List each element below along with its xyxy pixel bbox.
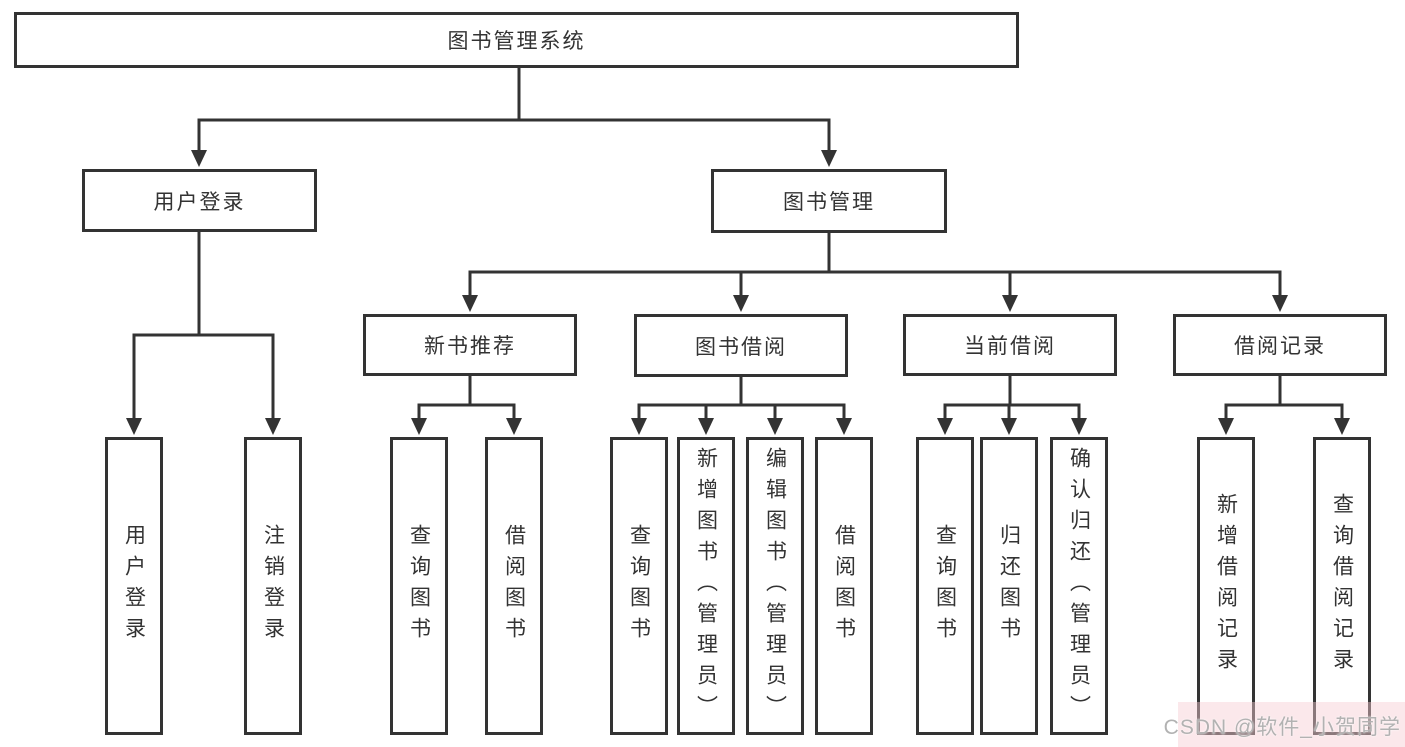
leaf-query-borrow-record: 查询借阅记录 bbox=[1313, 437, 1371, 735]
leaf-query-books-2: 查询图书 bbox=[610, 437, 668, 735]
arrowhead-icon bbox=[631, 418, 647, 435]
leaf-logout: 注销登录 bbox=[244, 437, 302, 735]
node-book-management: 图书管理 bbox=[711, 169, 947, 233]
leaf-add-borrow-record: 新增借阅记录 bbox=[1197, 437, 1255, 735]
leaf-add-books-admin: 新增图书（管理员） bbox=[677, 437, 735, 735]
arrowhead-icon bbox=[937, 418, 953, 435]
arrowhead-icon bbox=[506, 418, 522, 435]
leaf-return-books: 归还图书 bbox=[980, 437, 1038, 735]
leaf-query-books-1: 查询图书 bbox=[390, 437, 448, 735]
leaf-confirm-return-admin: 确认归还（管理员） bbox=[1050, 437, 1108, 735]
node-library-management-system: 图书管理系统 bbox=[14, 12, 1019, 68]
node-borrowing-records: 借阅记录 bbox=[1173, 314, 1387, 376]
leaf-user-login: 用户登录 bbox=[105, 437, 163, 735]
arrowhead-icon bbox=[411, 418, 427, 435]
arrowhead-icon bbox=[126, 418, 142, 435]
arrowhead-icon bbox=[836, 418, 852, 435]
node-book-borrowing: 图书借阅 bbox=[634, 314, 848, 377]
node-current-borrowing: 当前借阅 bbox=[903, 314, 1117, 376]
arrowhead-icon bbox=[733, 295, 749, 312]
arrowhead-icon bbox=[1218, 418, 1234, 435]
arrowhead-icon bbox=[462, 295, 478, 312]
leaf-edit-books-admin: 编辑图书（管理员） bbox=[746, 437, 804, 735]
arrowhead-icon bbox=[1272, 295, 1288, 312]
arrowhead-icon bbox=[1071, 418, 1087, 435]
arrowhead-icon bbox=[1334, 418, 1350, 435]
arrowhead-icon bbox=[265, 418, 281, 435]
arrowhead-icon bbox=[1002, 295, 1018, 312]
leaf-query-books-3: 查询图书 bbox=[916, 437, 974, 735]
node-new-book-recommendation: 新书推荐 bbox=[363, 314, 577, 376]
node-user-login: 用户登录 bbox=[82, 169, 317, 232]
arrowhead-icon bbox=[698, 418, 714, 435]
watermark-text: CSDN @软件_小贺同学 bbox=[1163, 716, 1401, 739]
arrowhead-icon bbox=[767, 418, 783, 435]
arrowhead-icon bbox=[1001, 418, 1017, 435]
leaf-borrow-books-2: 借阅图书 bbox=[815, 437, 873, 735]
arrowhead-icon bbox=[191, 150, 207, 167]
arrowhead-icon bbox=[821, 150, 837, 167]
leaf-borrow-books-1: 借阅图书 bbox=[485, 437, 543, 735]
